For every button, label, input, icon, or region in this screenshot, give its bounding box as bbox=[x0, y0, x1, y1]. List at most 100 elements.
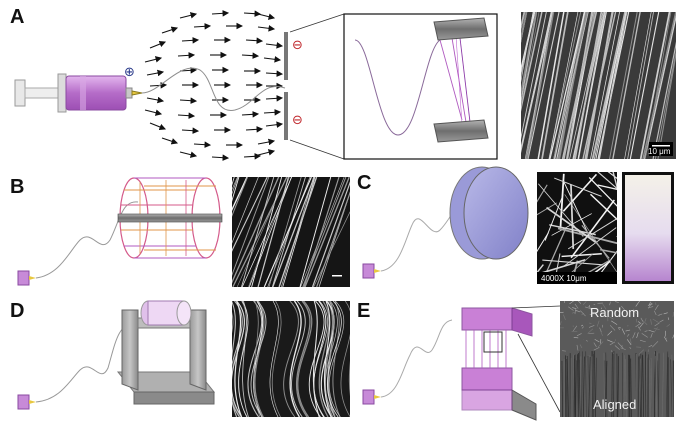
fiber-strand bbox=[263, 177, 312, 287]
fiber-strand bbox=[238, 301, 249, 417]
fiber-strand bbox=[588, 356, 591, 417]
fiber-strand bbox=[594, 339, 600, 343]
fiber-strand bbox=[563, 12, 594, 159]
fiber-strand bbox=[629, 346, 632, 350]
fiber-strand bbox=[232, 177, 259, 244]
fiber-strand bbox=[639, 339, 646, 343]
fiber-strand bbox=[653, 328, 660, 330]
fiber-strand bbox=[232, 177, 248, 217]
panel-d-setup bbox=[17, 300, 216, 410]
fiber-strand bbox=[313, 301, 328, 417]
fiber-strand bbox=[652, 341, 659, 348]
fiber-strand bbox=[594, 357, 597, 417]
fiber-strand bbox=[641, 353, 643, 417]
fiber-strand bbox=[537, 258, 586, 276]
fiber-strand bbox=[585, 340, 588, 342]
fiber-strand bbox=[609, 301, 611, 306]
fiber-strand bbox=[250, 301, 267, 417]
fiber-strand bbox=[640, 317, 644, 322]
fiber-strand bbox=[597, 341, 604, 348]
fiber-strand bbox=[521, 12, 528, 43]
fiber-strand bbox=[585, 306, 592, 310]
fiber-strand bbox=[527, 12, 560, 159]
fiber-strand bbox=[657, 313, 663, 316]
fiber-strand bbox=[672, 334, 674, 339]
fiber-strand bbox=[521, 12, 540, 108]
fiber-strand bbox=[546, 226, 567, 273]
fiber-strand bbox=[241, 177, 275, 287]
fiber-strand bbox=[560, 311, 564, 314]
fiber-strand bbox=[596, 320, 600, 327]
panel-a-syringe bbox=[14, 73, 143, 113]
fiber-strand bbox=[577, 351, 581, 417]
fiber-strand bbox=[654, 49, 676, 159]
fiber-strand bbox=[614, 339, 617, 341]
fiber-strand bbox=[308, 301, 325, 417]
fiber-strand bbox=[236, 177, 287, 287]
fiber-strand bbox=[597, 172, 617, 190]
fiber-strand bbox=[566, 356, 569, 417]
fiber-strand bbox=[269, 301, 279, 417]
sem-image-a: 10 μm bbox=[521, 12, 676, 159]
fiber-strand bbox=[630, 358, 632, 417]
fiber-strand bbox=[600, 248, 617, 254]
fiber-strand bbox=[644, 318, 647, 322]
fiber-strand bbox=[628, 354, 630, 417]
fiber-strand bbox=[654, 310, 657, 316]
fiber-strand bbox=[632, 332, 636, 339]
panel-label-a: A bbox=[10, 6, 25, 28]
fiber-strand bbox=[599, 310, 606, 314]
fiber-strand bbox=[579, 356, 582, 417]
fiber-strand bbox=[557, 227, 617, 245]
fiber-strand bbox=[627, 333, 630, 337]
fiber-strand bbox=[254, 301, 265, 417]
fiber-strand bbox=[548, 12, 579, 159]
fiber-strand bbox=[661, 352, 665, 417]
electrode-top-negative-sign: ⊖ bbox=[292, 38, 303, 53]
fiber-strand bbox=[599, 327, 602, 332]
fiber-strand bbox=[299, 177, 332, 287]
electrode-bottom-negative-sign: ⊖ bbox=[292, 113, 303, 128]
fiber-strand bbox=[253, 301, 261, 417]
fiber-strand bbox=[604, 360, 607, 417]
electrode-top bbox=[284, 32, 288, 80]
fiber-strand bbox=[304, 177, 350, 287]
fiber-strand bbox=[559, 173, 565, 229]
sem-image-b bbox=[232, 177, 350, 287]
fiber-strand bbox=[537, 232, 549, 253]
fiber-strand bbox=[326, 301, 342, 417]
fiber-strand bbox=[639, 12, 671, 159]
fiber-strand bbox=[666, 323, 671, 327]
fiber-strand bbox=[574, 309, 577, 315]
fiber-strand bbox=[570, 184, 575, 249]
fiber-strand bbox=[629, 12, 660, 159]
fiber-strand bbox=[574, 12, 604, 159]
fiber-strand bbox=[635, 322, 642, 328]
fiber-strand bbox=[232, 301, 245, 417]
fiber-strand bbox=[600, 331, 603, 336]
fiber-strand bbox=[560, 321, 562, 326]
fiber-strand bbox=[573, 337, 579, 339]
fiber-strand bbox=[537, 12, 565, 159]
fiber-strand bbox=[650, 319, 652, 325]
fiber-strand bbox=[561, 12, 598, 159]
fiber-strand bbox=[257, 177, 290, 287]
fiber-strand bbox=[521, 12, 534, 83]
fiber-strand bbox=[572, 307, 577, 309]
fiber-strand bbox=[594, 12, 627, 159]
fiber-strand bbox=[303, 177, 340, 287]
scale-bar bbox=[332, 275, 342, 277]
fiber-strand bbox=[282, 177, 316, 287]
panel-e-setup bbox=[362, 305, 561, 421]
fiber-strand bbox=[650, 333, 653, 338]
fiber-strand bbox=[664, 330, 666, 337]
fiber-strand bbox=[626, 339, 632, 346]
fiber-strand bbox=[324, 301, 334, 417]
fiber-strand bbox=[588, 305, 590, 308]
fiber-strand bbox=[582, 356, 585, 417]
fiber-strand bbox=[320, 301, 335, 417]
fiber-strand bbox=[295, 301, 311, 417]
fiber-strand bbox=[642, 355, 645, 417]
fiber-strand bbox=[593, 347, 600, 351]
fiber-strand bbox=[549, 12, 586, 159]
